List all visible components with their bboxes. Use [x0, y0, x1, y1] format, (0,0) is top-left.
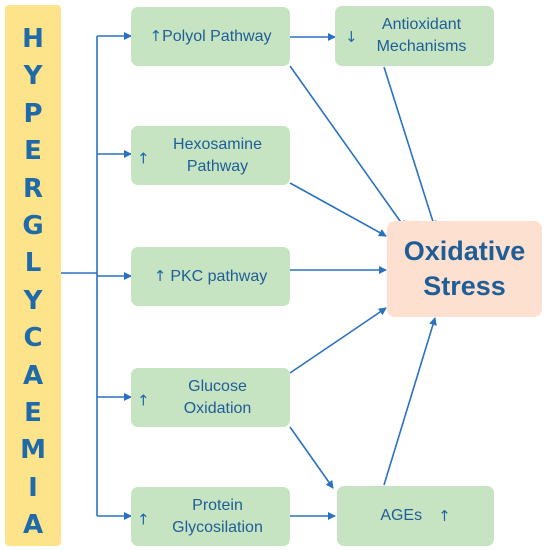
- side-label-letter: G: [22, 211, 44, 241]
- node-antioxidant: ↓ Antioxidant Mechanisms: [335, 6, 494, 66]
- arrow-glucose-oxidative: [289, 307, 387, 374]
- up-arrow-icon: ↑: [153, 267, 167, 286]
- arrow-antioxidant-oxidative: [383, 66, 437, 229]
- antioxidant-line2: Mechanisms: [376, 38, 467, 55]
- side-label-letter: L: [24, 248, 42, 279]
- side-label-letter: E: [24, 398, 42, 428]
- node-hexosamine: ↑ Hexosamine Pathway: [131, 126, 290, 185]
- protein-line2: Glycosilation: [172, 518, 263, 536]
- side-label-letter: E: [24, 136, 42, 167]
- oxidative-line1: Oxidative: [403, 235, 526, 266]
- arrow-polyol-oxidative: [289, 65, 406, 229]
- glucose-line1: Glucose: [188, 377, 247, 395]
- arrow-hexosamine-oxidative: [289, 182, 387, 237]
- arrow-glucose-ages: [289, 426, 334, 489]
- node-glucose-oxidation: ↑ Glucose Oxidation: [131, 368, 290, 427]
- up-arrow-icon: ↑: [149, 27, 163, 46]
- ages-label: AGEs: [380, 507, 423, 525]
- side-label-letter: Y: [23, 61, 43, 92]
- node-pkc: ↑PKC pathway: [131, 247, 290, 306]
- side-label-letter: A: [22, 510, 44, 541]
- side-label-letter: C: [23, 323, 43, 354]
- down-arrow-icon: ↓: [345, 27, 358, 46]
- glucose-line2: Oxidation: [183, 399, 252, 417]
- side-label-letter: Y: [23, 285, 43, 316]
- node-polyol: ↑Polyol Pathway: [131, 7, 290, 66]
- node-ages: AGEs ↑: [337, 486, 494, 546]
- up-arrow-icon: ↑: [137, 390, 150, 409]
- antioxidant-line1: Antioxidant: [381, 16, 462, 34]
- polyol-label: Polyol Pathway: [162, 27, 272, 45]
- up-arrow-icon: ↑: [438, 506, 451, 525]
- oxidative-line2: Stress: [423, 271, 506, 301]
- up-arrow-icon: ↑: [137, 148, 150, 167]
- side-label-letter: A: [22, 360, 44, 391]
- node-protein-glycosilation: ↑ Protein Glycosilation: [131, 487, 290, 546]
- side-label-letter: R: [22, 173, 44, 204]
- hexosamine-line1: Hexosamine: [173, 135, 262, 153]
- protein-line1: Protein: [192, 496, 243, 514]
- pkc-label: PKC pathway: [170, 267, 268, 285]
- up-arrow-icon: ↑: [137, 509, 150, 528]
- hexosamine-line2: Pathway: [186, 157, 249, 175]
- side-label-letter: M: [20, 435, 46, 466]
- side-label-letter: H: [22, 24, 44, 54]
- side-label-letter: P: [23, 98, 43, 129]
- side-label-letter: I: [28, 472, 38, 503]
- node-oxidative-stress: Oxidative Stress: [387, 221, 542, 317]
- arrow-ages-oxidative: [383, 317, 437, 486]
